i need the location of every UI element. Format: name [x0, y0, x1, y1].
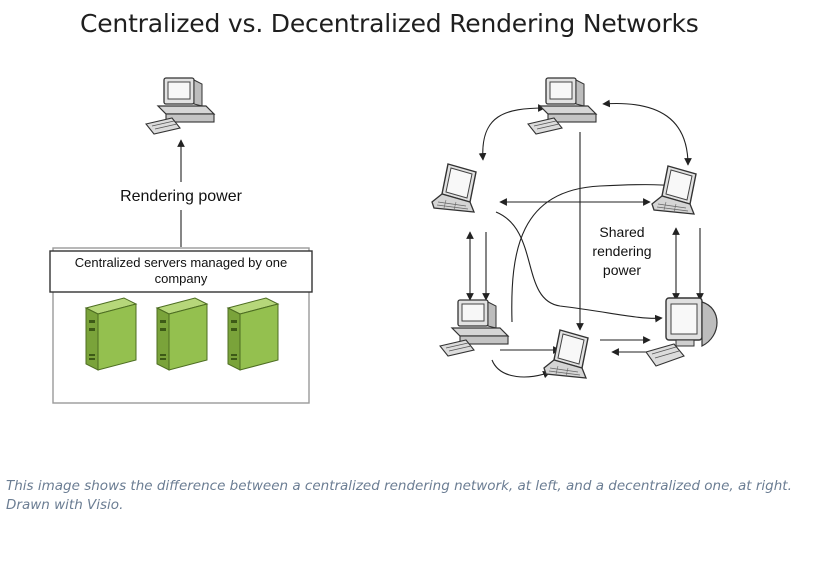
server-box-label-line2: company [155, 271, 208, 286]
server-icon [227, 297, 279, 371]
peer-laptop-icon [431, 163, 477, 213]
network-diagram: Rendering power Centralized servers mana… [49, 77, 718, 404]
server-box-label-line1: Centralized servers managed by one [75, 255, 287, 270]
peer-desktop-icon [439, 299, 509, 357]
image-caption: This image shows the difference between … [6, 478, 792, 513]
client-desktop-icon [145, 77, 215, 135]
peer-laptop-icon [651, 165, 697, 215]
shared-power-label-line2: rendering [592, 243, 651, 259]
server-icon [85, 297, 137, 371]
peer-laptop-icon [543, 329, 589, 379]
server-icon [156, 297, 208, 371]
server-box-header [49, 250, 313, 293]
peer-desktop-icon [527, 77, 597, 135]
shared-power-label-line1: Shared [599, 224, 644, 240]
rendering-power-label: Rendering power [120, 188, 243, 205]
page-title: Centralized vs. Decentralized Rendering … [80, 9, 699, 38]
shared-power-label-line3: power [603, 262, 641, 278]
peer-monitor-icon [645, 297, 718, 367]
